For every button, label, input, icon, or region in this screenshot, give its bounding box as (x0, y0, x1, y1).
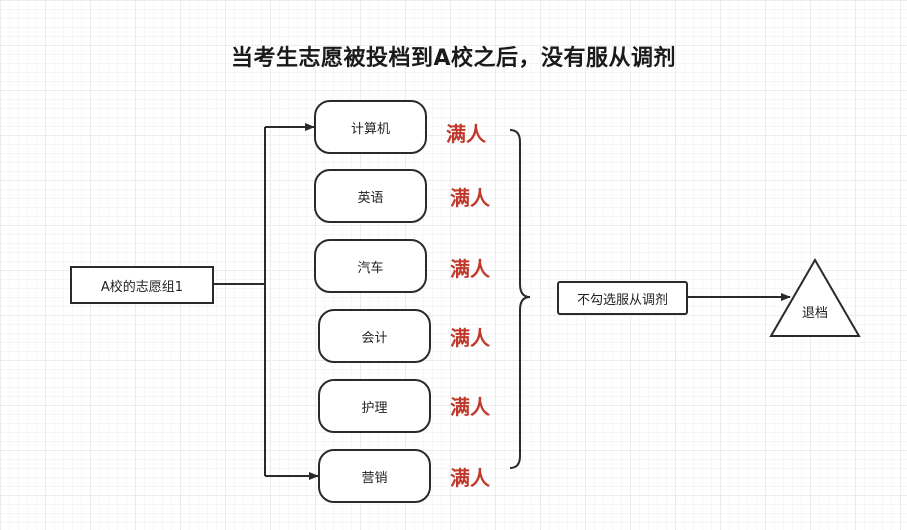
result-label: 退档 (801, 306, 828, 321)
volunteer-group-label: A校的志愿组1 (100, 279, 184, 295)
major-label: 营销 (361, 470, 388, 486)
full-status-label: 满人 (450, 326, 490, 350)
major-box-computer: 计算机 (314, 100, 427, 154)
full-status-label: 满人 (450, 257, 490, 281)
grouping-brace (509, 129, 531, 469)
full-status-label: 满人 (450, 466, 490, 490)
major-box-auto: 汽车 (314, 239, 427, 293)
decision-label: 不勾选服从调剂 (576, 292, 668, 308)
major-box-nursing: 护理 (318, 379, 431, 433)
major-label: 护理 (361, 400, 388, 416)
diagram-title: 当考生志愿被投档到A校之后，没有服从调剂 (230, 46, 677, 71)
major-box-english: 英语 (314, 169, 427, 223)
major-label: 汽车 (357, 260, 384, 276)
major-box-accounting: 会计 (318, 309, 431, 363)
full-status-label: 满人 (446, 122, 486, 146)
major-label: 英语 (357, 190, 384, 206)
full-status-label: 满人 (450, 186, 490, 210)
full-status-label: 满人 (450, 395, 490, 419)
major-label: 计算机 (350, 121, 390, 137)
volunteer-group-box: A校的志愿组1 (70, 266, 214, 304)
major-box-marketing: 营销 (318, 449, 431, 503)
result-triangle (769, 258, 861, 337)
major-label: 会计 (361, 330, 388, 346)
decision-box: 不勾选服从调剂 (557, 281, 688, 315)
